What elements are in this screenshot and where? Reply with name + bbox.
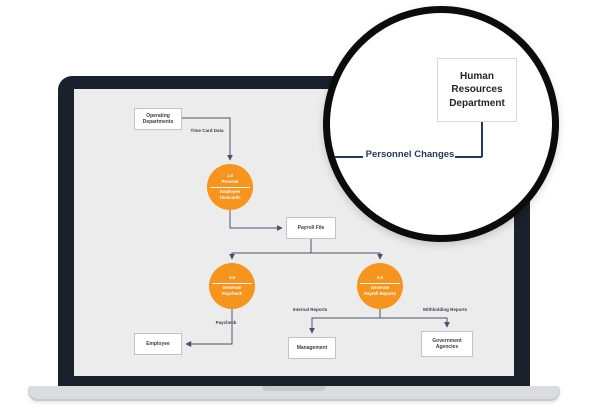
node-payroll-file: Payroll File bbox=[286, 217, 336, 239]
process-generate-payroll-reports: 4.0 Generate Payroll Reports bbox=[357, 263, 403, 309]
flow-label-withholding-reports: Withholding Reports bbox=[422, 307, 468, 312]
magnifier-circle: Human Resources Department Personnel Cha… bbox=[323, 6, 559, 242]
hr-department-box: Human Resources Department bbox=[437, 58, 517, 122]
process-divider bbox=[210, 186, 250, 188]
node-employee: Employee bbox=[134, 333, 182, 355]
flow-label-internal-reports: Internal Reports bbox=[292, 307, 328, 312]
process-divider bbox=[360, 282, 400, 284]
laptop-base bbox=[28, 386, 560, 401]
process-label: Employee Timecards bbox=[219, 189, 241, 200]
process-number: 3.0 bbox=[229, 275, 235, 281]
process-number: 4.0 bbox=[377, 275, 383, 281]
process-generate-paycheck: 3.0 Generate Paycheck bbox=[209, 263, 255, 309]
process-label: Generate Paycheck bbox=[222, 285, 242, 296]
process-number: 1.0 Process bbox=[221, 173, 239, 185]
node-management: Management bbox=[288, 337, 336, 359]
process-employee-timecards: 1.0 Process Employee Timecards bbox=[207, 164, 253, 210]
laptop-base-notch bbox=[262, 386, 326, 391]
magnifier-line-vertical bbox=[481, 122, 483, 157]
process-divider bbox=[212, 282, 252, 284]
node-government-agencies: Government Agencies bbox=[421, 331, 473, 357]
process-label: Generate Payroll Reports bbox=[364, 285, 396, 296]
magnifier-line-left bbox=[330, 156, 363, 158]
flow-label-time-card-data: Time Card Data bbox=[190, 128, 224, 133]
flow-label-paycheck: Paycheck bbox=[215, 320, 237, 325]
node-operating-departments: Operating Departments bbox=[134, 108, 182, 130]
flow-label-personnel-changes: Personnel Changes bbox=[365, 149, 455, 160]
magnifier-line-right bbox=[455, 156, 482, 158]
connector-lines bbox=[182, 117, 450, 347]
